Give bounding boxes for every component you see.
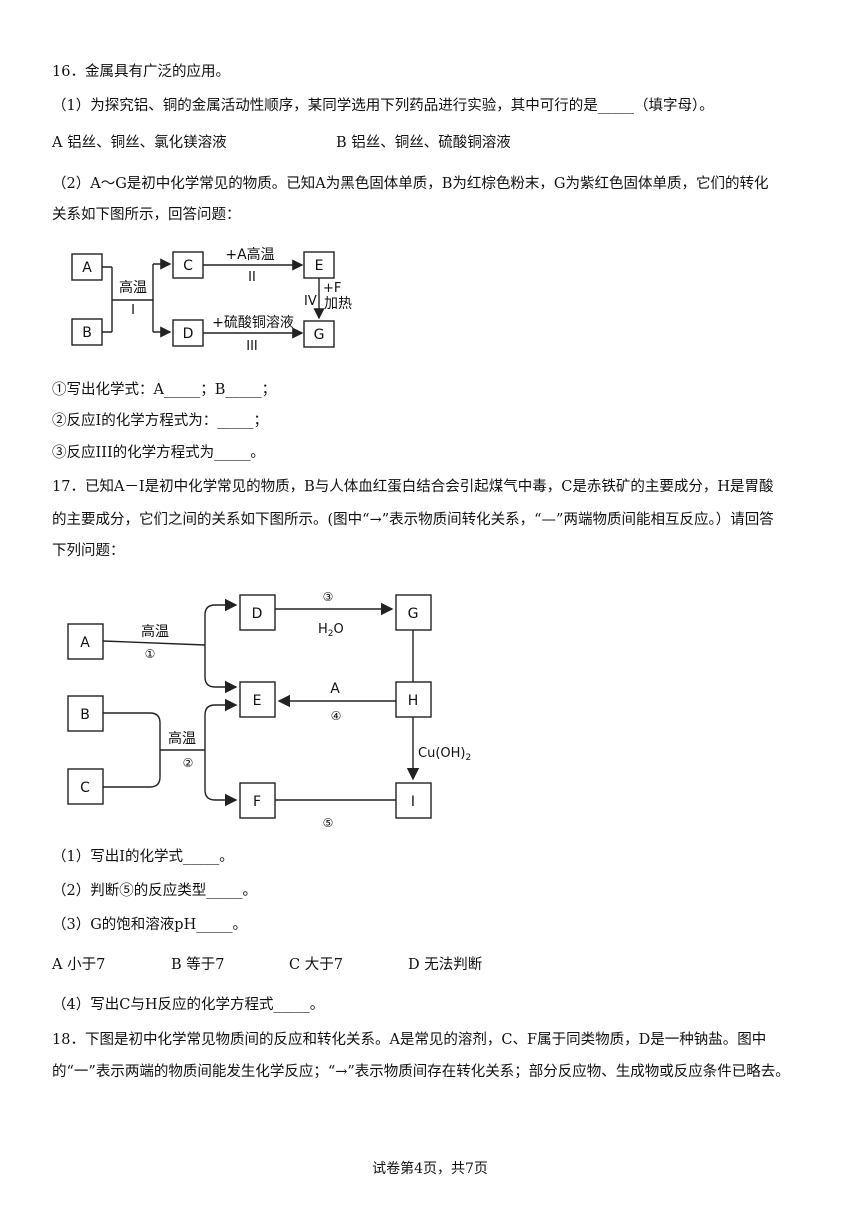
q17-cond2: 高温 <box>168 730 196 747</box>
q17-sub2: （2）判断⑤的反应类型_____。 <box>52 883 257 899</box>
q16-cond-i: 高温 <box>119 279 147 296</box>
q17-box-d <box>239 594 276 631</box>
q17-label-b: B <box>80 707 90 723</box>
q17-box-h <box>395 681 432 718</box>
q17-num1: ① <box>145 647 156 661</box>
q16-box-a <box>71 253 103 281</box>
q17-relationship-diagram: A B C D E F G H I 高温 ① 高温 ② ③ H2O A ④ Cu… <box>67 590 471 830</box>
q16-num-i: I <box>131 303 135 318</box>
q17-label-d: D <box>252 606 263 622</box>
q16-num-ii: II <box>248 270 256 285</box>
q17-option-c: C 大于7 <box>289 957 343 973</box>
q17-arrow-to-e-from-bc <box>204 698 238 750</box>
q16-cond-iv-f: +F <box>323 281 341 296</box>
q17-bracket-bc <box>103 712 161 788</box>
q16-sub2: ②反应I的化学方程式为：_____； <box>52 413 268 429</box>
q17-cond1: 高温 <box>141 623 169 640</box>
q17-cuoh2: Cu(OH)2 <box>418 746 471 763</box>
q16-label-b: B <box>82 325 92 341</box>
q17-option-a: A 小于7 <box>52 957 106 973</box>
q16-label-e: E <box>315 258 324 274</box>
q17-sub3: （3）G的饱和溶液pH_____。 <box>52 917 247 933</box>
q17-line-reaction1 <box>102 640 206 646</box>
q17-label-f: F <box>253 794 261 810</box>
q17-arrow-to-f <box>204 750 238 807</box>
q17-stem-line1: 17．已知A－I是初中化学常见的物质，B与人体血红蛋白结合会引起煤气中毒，C是赤… <box>52 479 774 495</box>
q16-label-g: G <box>314 327 325 343</box>
q16-label-a: A <box>82 260 92 276</box>
q17-box-e <box>239 681 276 718</box>
q17-cuoh2-sub: 2 <box>465 753 471 763</box>
q18-line2: 的“一”表示两端的物质间能发生化学反应；“→”表示物质间存在转化关系；部分反应物… <box>52 1064 790 1080</box>
q16-label-c: C <box>183 258 193 274</box>
q17-label-i: I <box>411 794 415 810</box>
q17-option-b: B 等于7 <box>171 957 225 973</box>
q17-sub1: （1）写出I的化学式_____。 <box>52 849 234 865</box>
q16-part1: （1）为探究铝、铜的金属活动性顺序，某同学选用下列药品进行实验，其中可行的是__… <box>52 98 714 114</box>
q16-part2-line2: 关系如下图所示，回答问题： <box>52 207 241 223</box>
q17-num4: ④ <box>331 709 342 723</box>
page-footer: 试卷第4页，共7页 <box>372 1161 488 1177</box>
q17-h2o: H2O <box>318 622 344 639</box>
q17-label-c: C <box>80 780 90 796</box>
q17-cond-a: A <box>330 681 340 697</box>
q16-box-e <box>303 251 335 279</box>
q16-num-iii: III <box>246 339 258 354</box>
q16-num-iv: IV <box>304 294 317 309</box>
q16-option-b: B 铝丝、铜丝、硫酸铜溶液 <box>336 135 511 151</box>
q17-h2o-h: H <box>318 622 328 637</box>
q17-stem-line2: 的主要成分，它们之间的关系如下图所示。(图中“→”表示物质间转化关系，“—”两端… <box>52 512 774 528</box>
q17-label-g: G <box>408 606 419 622</box>
q18-line1: 18．下图是初中化学常见物质间的反应和转化关系。A是常见的溶剂，C、F属于同类物… <box>52 1032 767 1048</box>
q16-part2-line1: （2）A～G是初中化学常见的物质。已知A为黑色固体单质，B为红棕色粉末，G为紫红… <box>52 176 769 192</box>
q16-box-g <box>303 320 335 348</box>
q16-sub1: ①写出化学式：A_____；B_____； <box>52 382 277 398</box>
q16-cond-iv-heat: 加热 <box>324 296 352 312</box>
q17-h2o-sub: 2 <box>328 629 334 639</box>
q16-transformation-diagram: A B 高温 I C D +A高温 II +硫酸铜溶液 III E G +F 加… <box>71 246 352 354</box>
q16-stem: 16．金属具有广泛的应用。 <box>52 64 230 80</box>
q17-num3: ③ <box>323 590 334 604</box>
q17-stem-line3: 下列问题： <box>52 543 125 559</box>
q17-label-e: E <box>253 693 262 709</box>
q16-box-c <box>172 251 204 279</box>
q17-arrow-to-e-from-a <box>204 645 238 694</box>
q16-cond-iii: +硫酸铜溶液 <box>212 315 294 331</box>
q17-label-a: A <box>80 635 90 651</box>
q17-sub4: （4）写出C与H反应的化学方程式_____。 <box>52 997 325 1013</box>
q17-option-d: D 无法判断 <box>408 957 483 973</box>
q16-label-d: D <box>183 326 194 342</box>
q17-num2: ② <box>183 756 194 770</box>
q17-h2o-o: O <box>334 622 344 637</box>
q17-box-i <box>395 782 432 819</box>
q16-box-b <box>71 318 103 346</box>
q16-option-a: A 铝丝、铜丝、氯化镁溶液 <box>52 135 227 151</box>
q16-sub3: ③反应III的化学方程式为_____。 <box>52 445 265 461</box>
q17-arrow-to-d <box>204 598 238 645</box>
q16-box-d <box>172 319 204 347</box>
q16-cond-ii: +A高温 <box>225 246 274 263</box>
q17-num5: ⑤ <box>323 816 334 830</box>
q17-label-h: H <box>408 693 419 709</box>
q17-cuoh2-main: Cu(OH) <box>418 746 465 761</box>
q16-bracket-ab <box>102 266 113 333</box>
